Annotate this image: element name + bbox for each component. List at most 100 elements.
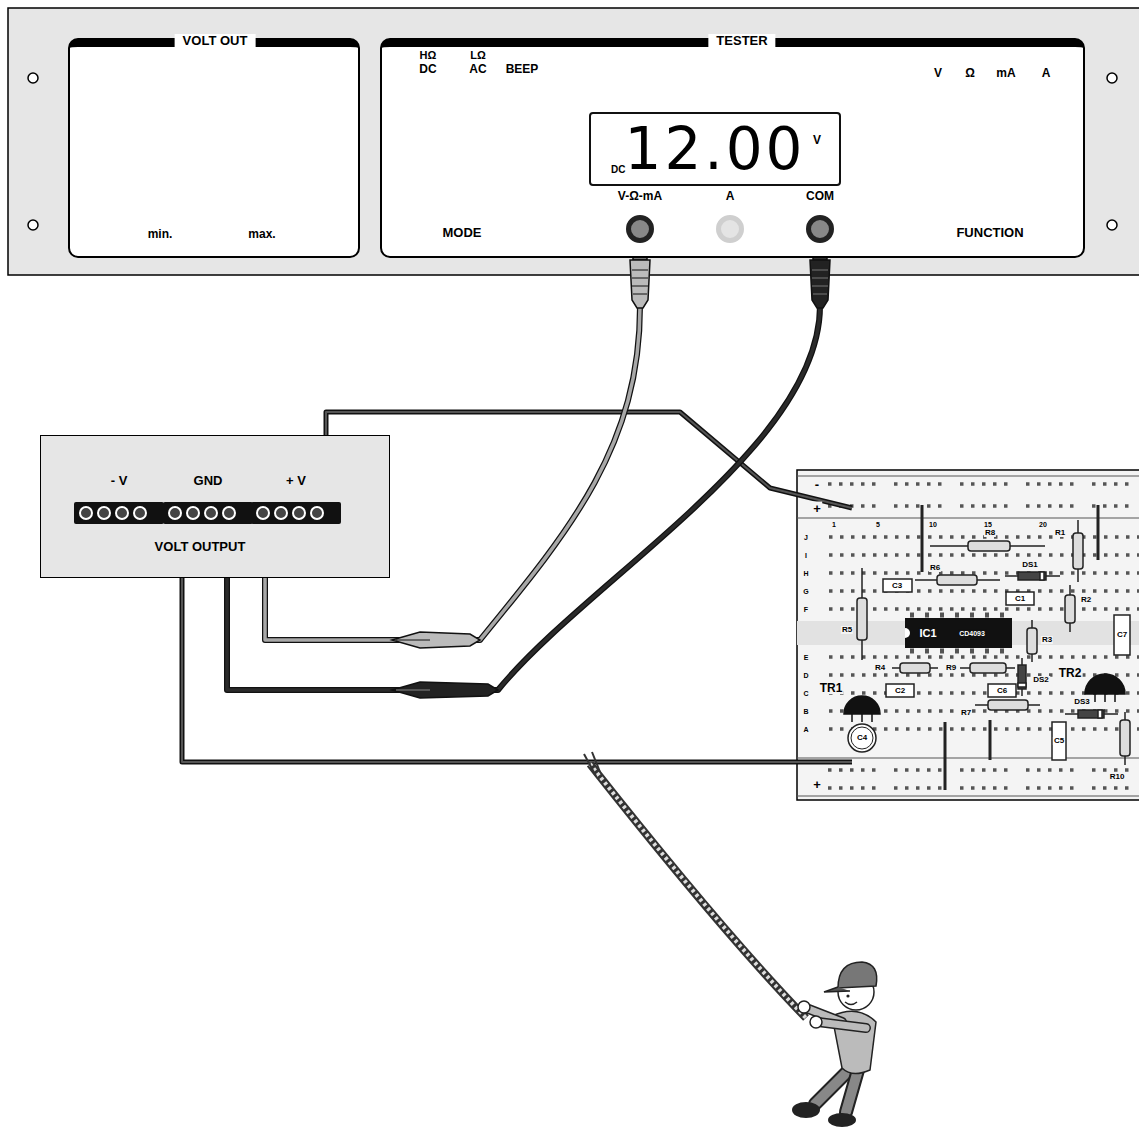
rail-hole — [1070, 482, 1074, 486]
rail-hole — [960, 768, 964, 772]
rail-hole — [1070, 768, 1074, 772]
part-label: DS3 — [1073, 698, 1091, 706]
rope — [584, 752, 806, 1018]
rail-hole — [839, 482, 843, 486]
row-letter: I — [804, 552, 808, 559]
rail-hole — [1059, 504, 1063, 508]
rail-hole — [1114, 768, 1118, 772]
cartoon-worker — [792, 962, 877, 1127]
rail-hole — [850, 768, 854, 772]
rail-hole — [872, 786, 876, 790]
rail-hole — [1004, 504, 1008, 508]
terminal-block: - V — [74, 474, 164, 526]
part-label: R7 — [960, 709, 972, 717]
part-label: R8 — [984, 529, 996, 537]
rail-hole — [1048, 786, 1052, 790]
rail-hole — [905, 504, 909, 508]
part-label: R1 — [1054, 529, 1066, 537]
rail-hole — [1004, 768, 1008, 772]
rail-hole — [960, 786, 964, 790]
rail-hole — [1048, 768, 1052, 772]
rail-hole — [971, 786, 975, 790]
rail-hole — [1092, 768, 1096, 772]
terminal-screw — [256, 506, 270, 520]
rail-hole — [916, 504, 920, 508]
diodes — [1005, 572, 1118, 718]
function-label: mA — [995, 67, 1016, 79]
integrated-circuit — [905, 615, 1012, 651]
mode-label: BEEP — [505, 63, 540, 75]
scale-label: min. — [147, 228, 174, 240]
instrument-housing — [8, 8, 1139, 275]
rail-mark: - — [814, 478, 820, 491]
terminal-strip — [251, 502, 341, 524]
rail-hole — [982, 482, 986, 486]
display-reading: 12.00 — [624, 116, 805, 183]
display-unit: V — [813, 134, 821, 148]
rail-hole — [982, 768, 986, 772]
knob-label: MODE — [442, 226, 483, 239]
rail-mark: + — [812, 502, 822, 515]
column-number: 5 — [875, 521, 881, 528]
rail-hole — [828, 482, 832, 486]
row-letter: E — [803, 654, 810, 661]
part-label: R6 — [929, 564, 941, 572]
transistors — [844, 674, 1125, 722]
rail-hole — [1026, 482, 1030, 486]
part-label: C2 — [894, 687, 906, 695]
rail-hole — [894, 786, 898, 790]
column-number: 10 — [928, 521, 938, 528]
rail-hole — [1070, 786, 1074, 790]
terminal-screw — [115, 506, 129, 520]
scale-label: max. — [247, 228, 276, 240]
rail-hole — [971, 768, 975, 772]
rail-hole — [1059, 768, 1063, 772]
rail-holes — [828, 482, 1129, 790]
panel-title: VOLT OUT — [175, 34, 256, 49]
display-unit: DC — [611, 164, 625, 176]
terminal-block: GND — [163, 474, 253, 526]
function-label: Ω — [964, 67, 976, 79]
rail-hole — [1103, 504, 1107, 508]
part-label: C5 — [1053, 737, 1065, 745]
panel-title: TESTER — [708, 34, 775, 49]
rail-hole — [971, 504, 975, 508]
rail-hole — [894, 504, 898, 508]
socket-hole — [716, 215, 744, 243]
terminal-strip — [74, 502, 164, 524]
rail-hole — [905, 482, 909, 486]
control-panel: VOLT OUT — [68, 38, 360, 258]
rail-hole — [861, 768, 865, 772]
rail-hole — [1114, 504, 1118, 508]
rail-hole — [1103, 768, 1107, 772]
rail-hole — [850, 482, 854, 486]
rail-hole — [1048, 504, 1052, 508]
rail-hole — [894, 482, 898, 486]
rail-hole — [1125, 504, 1129, 508]
rail-hole — [872, 504, 876, 508]
terminal-screw — [292, 506, 306, 520]
socket-hole — [806, 215, 834, 243]
function-label: A — [1041, 67, 1052, 79]
row-letter: C — [802, 690, 809, 697]
rail-hole — [1114, 482, 1118, 486]
part-label: C1 — [1014, 595, 1026, 603]
terminal-screw — [97, 506, 111, 520]
rail-hole — [1070, 504, 1074, 508]
part-label: R10 — [1109, 773, 1126, 781]
rail-hole — [828, 768, 832, 772]
terminal-screw — [310, 506, 324, 520]
rail-hole — [1125, 768, 1129, 772]
part-label: R3 — [1041, 636, 1053, 644]
rail-hole — [905, 768, 909, 772]
terminal-screw — [133, 506, 147, 520]
rail-hole — [938, 482, 942, 486]
rail-hole — [861, 786, 865, 790]
rail-hole — [927, 786, 931, 790]
function-label: V — [933, 67, 943, 79]
rail-hole — [960, 482, 964, 486]
rail-hole — [1026, 786, 1030, 790]
mode-label: LΩ — [469, 50, 487, 61]
rail-hole — [905, 786, 909, 790]
rail-hole — [828, 786, 832, 790]
